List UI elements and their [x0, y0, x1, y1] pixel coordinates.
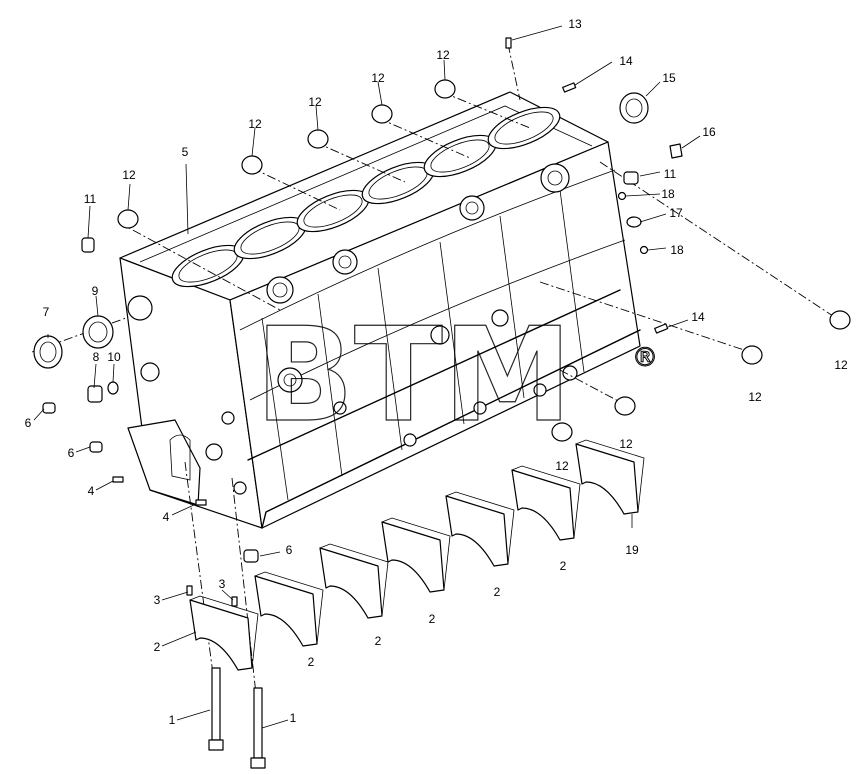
watermark-text: BTM	[255, 299, 572, 451]
callout-6a: 6	[25, 416, 32, 430]
callout-12e: 12	[436, 48, 450, 62]
callout-12c: 12	[308, 95, 322, 109]
main-bearing-caps	[189, 439, 645, 671]
callout-2c: 2	[375, 634, 382, 648]
callout-12f: 12	[834, 358, 848, 372]
dowel-pin-13	[505, 37, 512, 49]
callout-12h: 12	[619, 437, 633, 451]
callout-12d: 12	[371, 71, 385, 85]
callout-5: 5	[182, 145, 189, 159]
plug-6-a	[42, 402, 56, 414]
clip-16	[669, 143, 683, 159]
callout-8: 8	[93, 350, 100, 364]
expansion-plugs-top	[117, 79, 456, 229]
bearing-7	[33, 335, 63, 369]
callout-2e: 2	[494, 585, 501, 599]
fitting-8	[87, 385, 103, 403]
callout-11b: 11	[664, 167, 677, 181]
dowel-3-a	[186, 585, 193, 596]
callout-4a: 4	[88, 484, 95, 498]
callout-2f: 2	[560, 559, 567, 573]
callout-3b: 3	[219, 577, 226, 591]
plug-6-c	[243, 549, 259, 563]
callout-12i: 12	[555, 459, 569, 473]
bushing-15	[619, 92, 649, 124]
main-bearing-bolts	[208, 667, 266, 769]
plug-11-left	[81, 237, 95, 253]
callout-12b: 12	[248, 117, 262, 131]
washer-10	[107, 381, 119, 395]
bearing-9	[82, 315, 114, 349]
ball-18-a	[617, 191, 627, 201]
watermark: BTM ®	[254, 298, 658, 451]
cylinder-block	[119, 91, 641, 529]
watermark-registered-mark: ®	[632, 343, 658, 373]
callout-11a: 11	[84, 192, 97, 206]
callout-9: 9	[92, 284, 99, 298]
pin-14-top	[562, 82, 577, 93]
block-bosses	[266, 163, 578, 447]
callout-2a: 2	[154, 640, 161, 654]
callout-18b: 18	[670, 243, 684, 257]
callout-2b: 2	[308, 655, 315, 669]
callout-2d: 2	[429, 612, 436, 626]
dowel-3-b	[231, 596, 238, 607]
callout-12a: 12	[122, 168, 136, 182]
block-front-details	[127, 295, 247, 506]
callout-15: 15	[662, 71, 676, 85]
ball-18-b	[639, 245, 649, 255]
callout-16: 16	[702, 125, 716, 139]
callout-1a: 1	[169, 713, 176, 727]
callout-numbers: 1 1 2 2 2 2 2 2 3 3 4 4 5 6 6 6 7 8 9 10…	[25, 17, 848, 727]
plug-11-right	[623, 171, 639, 185]
callout-14a: 14	[619, 54, 633, 68]
leader-lines	[33, 25, 701, 729]
callout-6b: 6	[68, 446, 75, 460]
callout-6c: 6	[286, 543, 293, 557]
callout-13: 13	[568, 17, 582, 31]
callout-17: 17	[669, 206, 683, 220]
dowel-4-b	[195, 499, 207, 506]
dowel-4-a	[112, 476, 124, 483]
callout-18a: 18	[661, 187, 675, 201]
assembly-lines	[31, 43, 837, 713]
callout-1b: 1	[290, 711, 297, 725]
cylinder-bores	[171, 106, 561, 288]
callout-19: 19	[625, 543, 639, 557]
callout-7: 7	[43, 305, 50, 319]
callout-4b: 4	[163, 510, 170, 524]
callout-3a: 3	[154, 593, 161, 607]
callout-12g: 12	[748, 390, 762, 404]
expansion-plugs-side	[551, 310, 851, 442]
pin-14-side	[654, 323, 669, 334]
seal-17	[626, 216, 642, 228]
callout-10: 10	[107, 350, 121, 364]
callout-14b: 14	[691, 310, 705, 324]
plug-6-b	[89, 441, 103, 453]
